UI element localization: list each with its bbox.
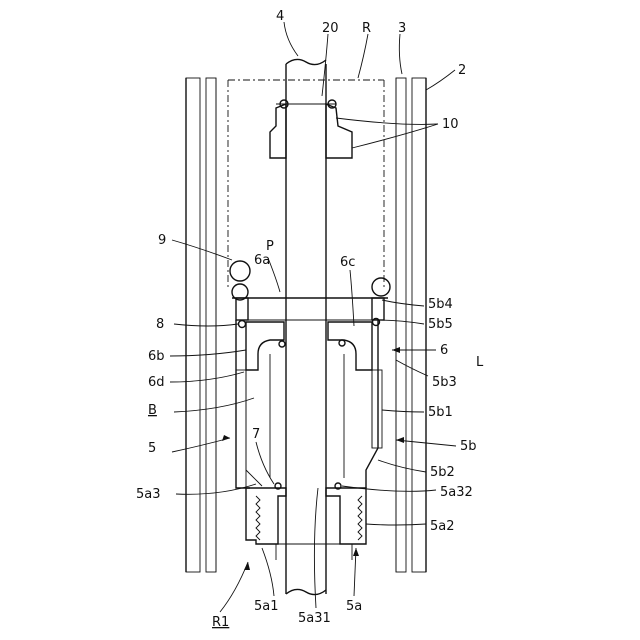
label-6a: 6a [254,253,270,268]
label-8: 8 [156,317,164,332]
label-5a1: 5a1 [254,599,279,614]
threaded-base [246,488,366,560]
label-5a31: 5a31 [298,611,331,626]
label-R1: R1 [212,615,229,630]
label-2: 2 [458,63,466,78]
label-L: L [476,355,484,370]
piston-rod [286,59,326,594]
label-B: B [148,403,157,418]
label-R: R [362,21,371,36]
label-P: P [266,239,274,254]
label-5b: 5b [460,439,477,454]
label-5b1: 5b1 [428,405,453,420]
label-5b5: 5b5 [428,317,453,332]
label-6c: 6c [340,255,355,270]
inner-chamber [270,354,344,489]
label-4: 4 [276,9,284,24]
arrowheads [222,347,404,570]
label-5a3: 5a3 [136,487,161,502]
leader-lines [170,22,456,612]
label-5a: 5a [346,599,362,614]
label-6b: 6b [148,349,165,364]
housing-upper [232,298,388,320]
label-5: 5 [148,441,156,456]
label-5a32: 5a32 [440,485,473,500]
label-6: 6 [440,343,448,358]
label-9: 9 [158,233,166,248]
label-20: 20 [322,21,339,36]
housing-body [236,320,382,488]
label-7: 7 [252,427,260,442]
label-5b3: 5b3 [432,375,457,390]
label-6d: 6d [148,375,165,390]
label-5a2: 5a2 [430,519,455,534]
reservoir-boundary [228,80,384,290]
valve-member [239,319,380,371]
rod-guide [270,100,352,158]
outer-tube [186,78,426,572]
label-3: 3 [398,21,406,36]
label-5b4: 5b4 [428,297,453,312]
label-5b2: 5b2 [430,465,455,480]
label-10: 10 [442,117,459,132]
